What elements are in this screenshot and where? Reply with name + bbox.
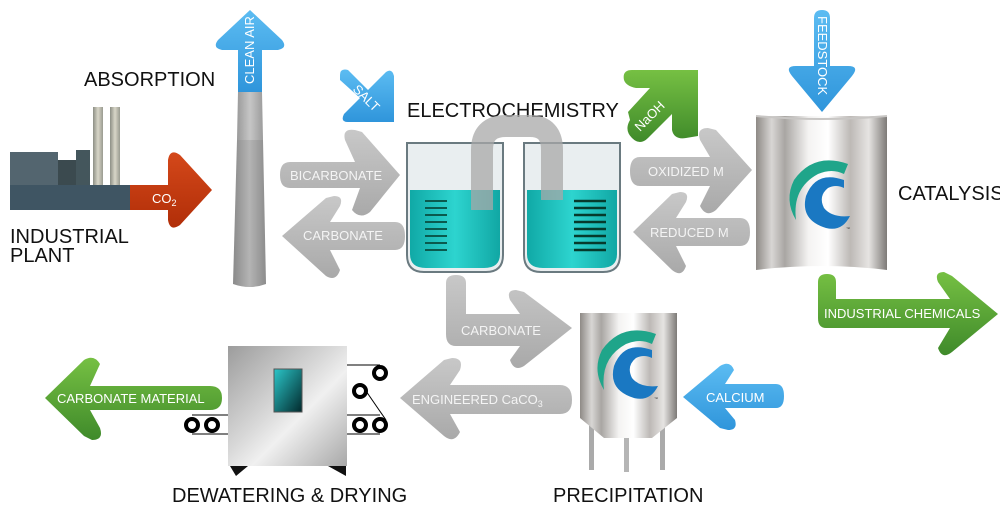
salt-bridge xyxy=(471,115,563,210)
engineered-caco3-arrow: ENGINEERED CaCO3 xyxy=(400,358,572,440)
carbonate-left-arrow-label: CARBONATE xyxy=(303,228,383,243)
carbonate-material-arrow: CARBONATE MATERIAL xyxy=(45,357,222,440)
conveyor-rollers-left xyxy=(184,414,228,435)
carbonate-material-arrow-label: CARBONATE MATERIAL xyxy=(57,391,205,406)
clean-air-arrow: CLEAN AIR xyxy=(215,10,285,92)
co2-arrow-label: CO2 xyxy=(152,191,177,208)
engineered-caco3-arrow-label: ENGINEERED CaCO3 xyxy=(412,392,543,409)
catalysis-reactor-icon: ™ xyxy=(755,115,888,270)
svg-text:™: ™ xyxy=(654,396,658,401)
electrode-right xyxy=(574,199,606,252)
feedstock-arrow: FEEDSTOCK xyxy=(788,10,856,112)
feedstock-arrow-label: FEEDSTOCK xyxy=(815,16,830,96)
dryer-machine-icon xyxy=(184,346,388,476)
calcium-arrow: CALCIUM xyxy=(683,363,784,430)
electrode-left xyxy=(425,200,447,251)
bicarbonate-arrow-label: BICARBONATE xyxy=(290,168,383,183)
industrial-plant-label: INDUSTRIAL PLANT xyxy=(10,226,134,267)
absorption-label: ABSORPTION xyxy=(84,69,215,91)
reduced-m-arrow: REDUCED M xyxy=(633,192,750,274)
industrial-chemicals-arrow-label: INDUSTRIAL CHEMICALS xyxy=(824,306,981,321)
carbonate-down-arrow-label: CARBONATE xyxy=(461,323,541,338)
carbonate-down-arrow: CARBONATE xyxy=(446,275,572,368)
oxidized-m-arrow: OXIDIZED M xyxy=(630,128,752,214)
precipitation-label: PRECIPITATION xyxy=(553,485,703,507)
salt-arrow: SALT xyxy=(340,69,394,122)
carbonate-left-arrow: CARBONATE xyxy=(282,196,405,278)
naoh-arrow: NaOH xyxy=(623,70,698,142)
dewatering-drying-label: DEWATERING & DRYING xyxy=(172,485,407,507)
calcium-arrow-label: CALCIUM xyxy=(706,390,765,405)
industrial-chemicals-arrow: INDUSTRIAL CHEMICALS xyxy=(818,272,998,356)
bicarbonate-arrow: BICARBONATE xyxy=(280,129,400,216)
catalysis-label: CATALYSIS xyxy=(898,183,1000,205)
reduced-m-arrow-label: REDUCED M xyxy=(650,225,729,240)
conveyor-rollers-right xyxy=(347,364,388,435)
electrochemical-cell-right-icon xyxy=(523,142,621,273)
co2-arrow: CO2 xyxy=(130,152,212,228)
oxidized-m-arrow-label: OXIDIZED M xyxy=(648,164,724,179)
electrochemistry-label: ELECTROCHEMISTRY xyxy=(407,100,619,122)
company-logo-icon: ™ xyxy=(789,160,850,231)
industrial-plant-icon xyxy=(10,107,132,210)
precipitation-tank-icon: ™ xyxy=(580,313,677,472)
clean-air-arrow-label: CLEAN AIR xyxy=(242,16,257,84)
absorption-tower-icon xyxy=(233,92,266,287)
company-logo-icon: ™ xyxy=(597,330,658,401)
svg-text:™: ™ xyxy=(846,226,850,231)
